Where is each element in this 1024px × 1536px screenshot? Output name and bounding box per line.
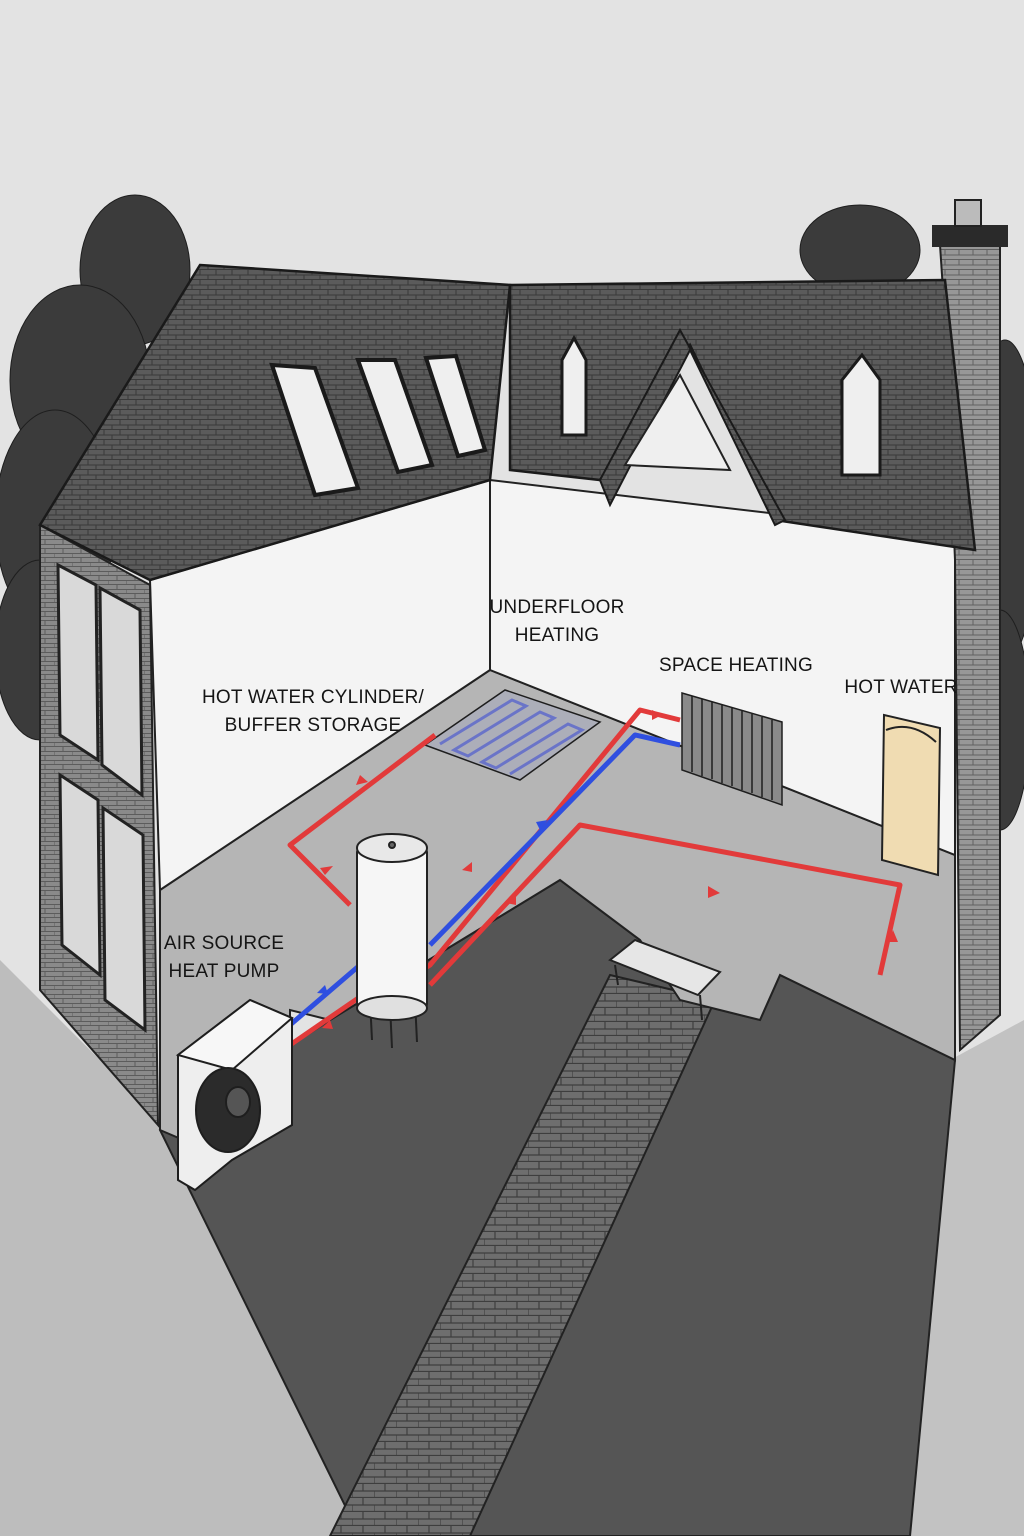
hot-water-tank-icon (880, 713, 942, 877)
underfloor-heating-label: UNDERFLOOR HEATING (489, 594, 624, 650)
hot-water-line-1: HOT WATER (844, 677, 958, 698)
space-heating-label: SPACE HEATING (659, 652, 813, 680)
hot-water-label: HOT WATER (844, 674, 957, 702)
heat-pump-icon (175, 998, 294, 1192)
cylinder-icon (356, 833, 428, 1049)
heat-pump-line-1: AIR SOURCE (163, 933, 285, 954)
return-arrow-icon (317, 820, 548, 994)
heat-pump-label: AIR SOURCE HEAT PUMP (164, 930, 284, 986)
underfloor-loop-icon (423, 689, 602, 781)
space-heating-line-1: SPACE HEATING (659, 655, 813, 676)
skylights (269, 353, 488, 498)
flow-arrow-icon (320, 710, 898, 1029)
cylinder-label: HOT WATER CYLINDER/ BUFFER STORAGE (202, 684, 424, 740)
radiator-icon (681, 692, 783, 807)
dormer-windows (560, 334, 882, 477)
heat-pump-line-2: HEAT PUMP (168, 961, 280, 982)
garden-bench (608, 938, 722, 1021)
underfloor-heating-line-1: UNDERFLOOR (489, 597, 625, 618)
roof-left (38, 263, 512, 582)
cylinder-line-1: HOT WATER CYLINDER/ (202, 687, 424, 708)
tall-windows (56, 562, 147, 1034)
underfloor-heating-line-2: HEATING (514, 625, 600, 646)
return-pipes (288, 732, 681, 1027)
gable-face (623, 372, 732, 472)
cylinder-line-2: BUFFER STORAGE (224, 715, 402, 736)
gable (598, 327, 787, 527)
